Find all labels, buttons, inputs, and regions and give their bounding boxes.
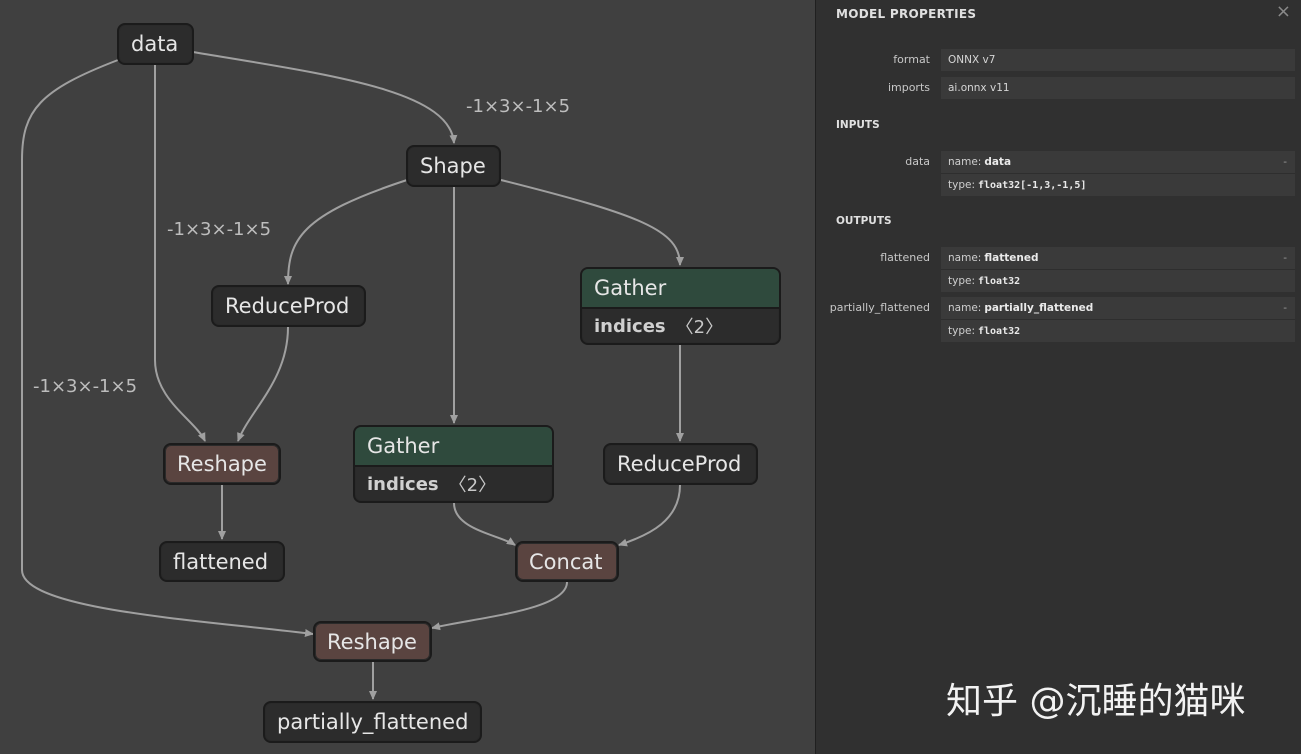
node-label: flattened [173,549,269,574]
node-reduceprod-2[interactable]: ReduceProd [603,443,758,485]
output-label-partially-flattened: partially_flattened [829,301,930,314]
output-name-row: name: partially_flattened - [941,297,1295,319]
output-name: flattened [984,252,1039,264]
input-type: float32[-1,3,-1,5] [978,179,1087,191]
input-type-row: type: float32[-1,3,-1,5] [941,173,1295,196]
node-input-data[interactable]: data [117,23,194,65]
attr-name: indices [367,473,439,495]
edge-data-reshape1 [154,64,206,442]
type-key: type: [948,179,975,191]
name-key: name: [948,252,982,264]
output-type: float32 [978,275,1021,287]
input-label-data: data [905,155,930,168]
edge-label-data-reshape1: -1×3×-1×5 [167,219,272,240]
input-data-box[interactable]: name: data - type: float32[-1,3,-1,5] [941,151,1295,196]
attr-name: indices [594,315,666,337]
output-partially-flattened-box[interactable]: name: partially_flattened - type: float3… [941,297,1295,342]
graph-edges [21,51,684,700]
name-key: name: [948,156,982,168]
node-concat[interactable]: Concat [515,541,619,582]
node-gather-1[interactable]: Gather indices 〈2〉 [580,267,781,345]
edge-concat-reshape2 [431,581,568,631]
node-output-flattened[interactable]: flattened [159,541,285,582]
output-type-row: type: float32 [941,319,1295,342]
inputs-header: INPUTS [836,119,880,131]
node-shape[interactable]: Shape [406,145,501,187]
expand-toggle[interactable]: - [1283,302,1287,314]
node-gather-2[interactable]: Gather indices 〈2〉 [353,425,554,503]
close-icon[interactable]: × [1275,1,1291,22]
edge-shape-gather1 [500,179,684,266]
output-name-row: name: flattened - [941,247,1295,269]
watermark: 知乎 @沉睡的猫咪 [946,681,1246,722]
edge-label-data-shape: -1×3×-1×5 [466,96,571,117]
property-label-format: format [893,53,930,66]
attr-value: 〈2〉 [448,475,497,496]
name-key: name: [948,302,982,314]
node-label: data [131,32,179,56]
node-label: ReduceProd [225,294,350,318]
node-reshape-1[interactable]: Reshape [163,443,281,485]
output-name: partially_flattened [984,302,1094,314]
edge-reduceprod2-concat [618,484,681,547]
node-label: Gather [582,269,779,309]
output-type: float32 [978,325,1021,337]
node-reshape-2[interactable]: Reshape [313,621,432,662]
input-name-row: name: data - [941,151,1295,173]
expand-toggle[interactable]: - [1283,252,1287,264]
output-type-row: type: float32 [941,269,1295,292]
node-attribute: indices 〈2〉 [355,467,552,501]
graph-canvas[interactable]: -1×3×-1×5 -1×3×-1×5 -1×3×-1×5 data Shape… [0,0,815,754]
node-label: Reshape [177,452,267,476]
type-key: type: [948,275,975,287]
edge-label-data-reshape2: -1×3×-1×5 [33,376,138,397]
property-label-imports: imports [887,81,930,94]
outputs-header: OUTPUTS [836,215,892,227]
attr-value: 〈2〉 [675,317,724,338]
node-output-partially-flattened[interactable]: partially_flattened [263,701,482,743]
model-properties-panel: MODEL PROPERTIES × format ONNX v7 import… [815,0,1301,754]
input-name: data [984,156,1012,168]
node-label: partially_flattened [277,710,469,734]
edge-data-shape [192,51,458,144]
edge-shape-reduceprod1 [284,179,408,285]
node-label: Shape [420,154,486,178]
property-value-imports[interactable]: ai.onnx v11 [941,77,1295,99]
type-key: type: [948,325,975,337]
edge-gather2-concat [453,502,516,546]
node-attribute: indices 〈2〉 [582,309,779,343]
node-label: Gather [355,427,552,467]
node-label: ReduceProd [617,452,742,476]
node-label: Concat [529,549,603,574]
output-label-flattened: flattened [880,251,930,264]
node-reduceprod-1[interactable]: ReduceProd [211,285,366,327]
output-flattened-box[interactable]: name: flattened - type: float32 [941,247,1295,292]
edge-reduceprod1-reshape1 [237,326,289,442]
expand-toggle[interactable]: - [1283,156,1287,168]
panel-title: MODEL PROPERTIES [836,7,977,21]
node-label: Reshape [327,629,417,654]
property-value-format[interactable]: ONNX v7 [941,49,1295,71]
edge-data-reshape2 [21,59,314,637]
